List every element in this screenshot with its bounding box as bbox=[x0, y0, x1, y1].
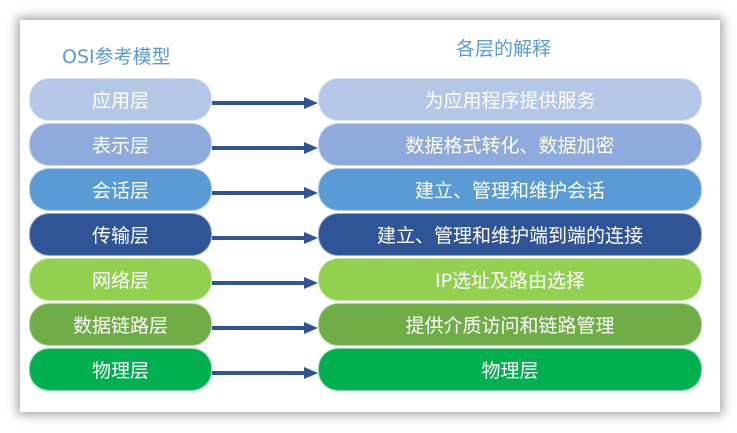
layer-description-box: 为应用程序提供服务 bbox=[318, 78, 702, 121]
osi-layer-box: 会话层 bbox=[29, 168, 212, 211]
arrow-icon bbox=[212, 139, 318, 154]
layer-explanation-title: 各层的解释 bbox=[456, 38, 552, 60]
layer-description-box: 数据格式转化、数据加密 bbox=[318, 123, 702, 166]
osi-layer-box: 传输层 bbox=[29, 213, 212, 256]
arrow-icon bbox=[212, 184, 318, 199]
layer-description-box: 提供介质访问和链路管理 bbox=[318, 303, 702, 346]
arrow-icon bbox=[212, 319, 318, 334]
layer-description-box: 建立、管理和维护端到端的连接 bbox=[318, 213, 702, 256]
layer-description-box: IP选址及路由选择 bbox=[318, 258, 702, 301]
osi-layer-box: 表示层 bbox=[29, 123, 212, 166]
layer-description-box: 物理层 bbox=[318, 348, 702, 391]
arrow-icon bbox=[212, 274, 318, 289]
osi-layer-box: 应用层 bbox=[29, 78, 212, 121]
osi-layer-box: 网络层 bbox=[29, 258, 212, 301]
osi-model-title: OSI参考模型 bbox=[62, 46, 171, 68]
layer-description-box: 建立、管理和维护会话 bbox=[318, 168, 702, 211]
osi-layer-box: 物理层 bbox=[29, 348, 212, 391]
osi-layer-box: 数据链路层 bbox=[29, 303, 212, 346]
arrow-icon bbox=[212, 364, 318, 379]
arrow-icon bbox=[212, 229, 318, 244]
arrow-icon bbox=[212, 94, 318, 109]
